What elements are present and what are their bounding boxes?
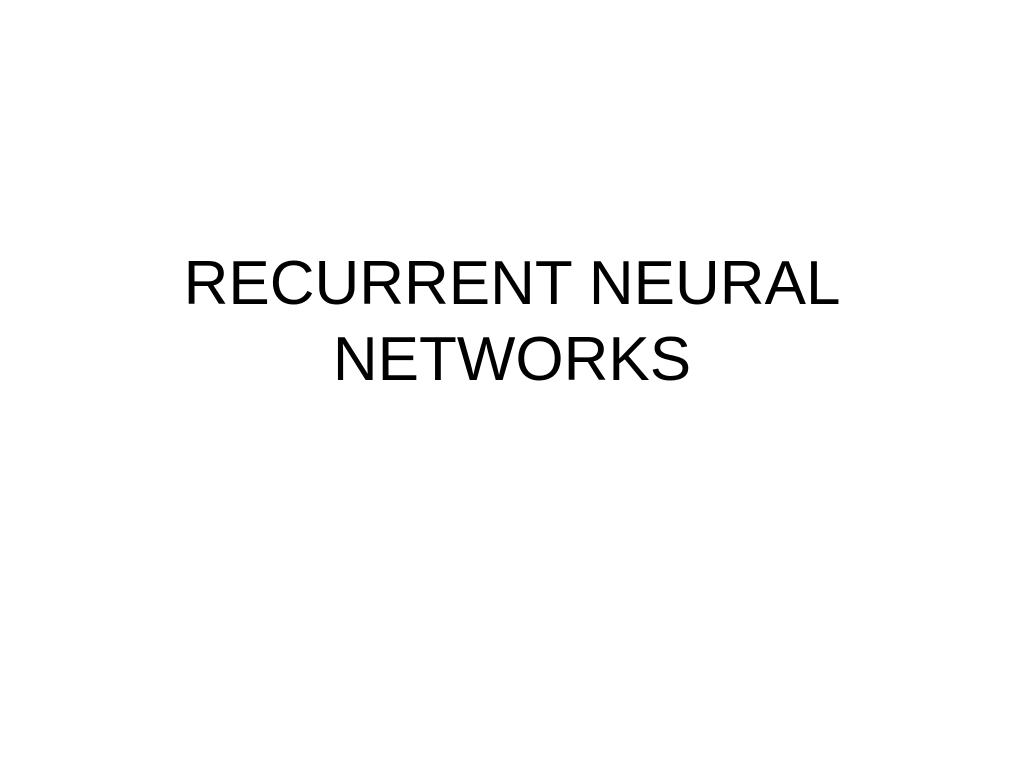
- slide-title-line-1: RECURRENT NEURAL: [183, 249, 841, 318]
- slide-title: RECURRENT NEURAL NETWORKS: [0, 246, 1024, 398]
- slide-title-line-2: NETWORKS: [332, 325, 692, 394]
